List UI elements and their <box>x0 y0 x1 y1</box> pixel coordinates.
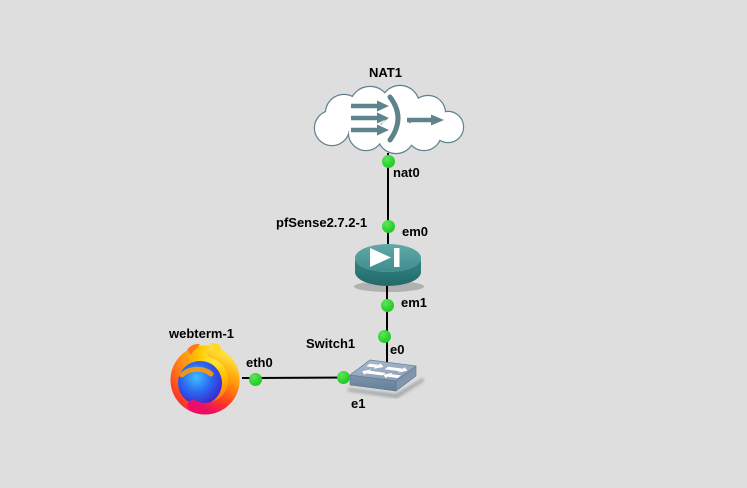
node-label-switch1[interactable]: Switch1 <box>306 336 356 351</box>
fox-tail <box>187 346 240 415</box>
port-status-dot-e0 <box>377 329 391 343</box>
port-label-e1: e1 <box>351 396 366 411</box>
ethernet-switch-icon[interactable] <box>343 355 425 399</box>
switch-arrows-icon <box>362 363 408 379</box>
node-label-nat1[interactable]: NAT1 <box>369 65 402 80</box>
port-status-dot-em0 <box>381 219 395 233</box>
firefox-webterm-icon[interactable] <box>167 341 245 417</box>
port-status-dot-e1 <box>336 370 350 384</box>
port-label-eth0: eth0 <box>246 355 273 370</box>
port-status-dot-em1 <box>380 298 394 312</box>
port-status-dot-nat0 <box>381 154 395 168</box>
port-label-nat0: nat0 <box>393 165 420 180</box>
flame-tip <box>209 342 222 359</box>
node-label-pfsense[interactable]: pfSense2.7.2-1 <box>276 215 368 230</box>
nat-cloud-icon[interactable] <box>308 83 468 156</box>
port-label-em0: em0 <box>402 224 429 239</box>
shadow <box>348 378 424 398</box>
node-label-webterm[interactable]: webterm-1 <box>169 326 235 341</box>
port-label-e0: e0 <box>390 342 405 357</box>
fox-ear <box>187 343 200 355</box>
nat-arrows-icon <box>351 94 444 143</box>
play-icon <box>370 248 400 267</box>
pfsense-router-icon[interactable] <box>349 239 429 293</box>
port-status-dot-eth0 <box>248 372 262 386</box>
port-label-em1: em1 <box>401 295 428 310</box>
fox-body-swirl <box>179 366 214 378</box>
